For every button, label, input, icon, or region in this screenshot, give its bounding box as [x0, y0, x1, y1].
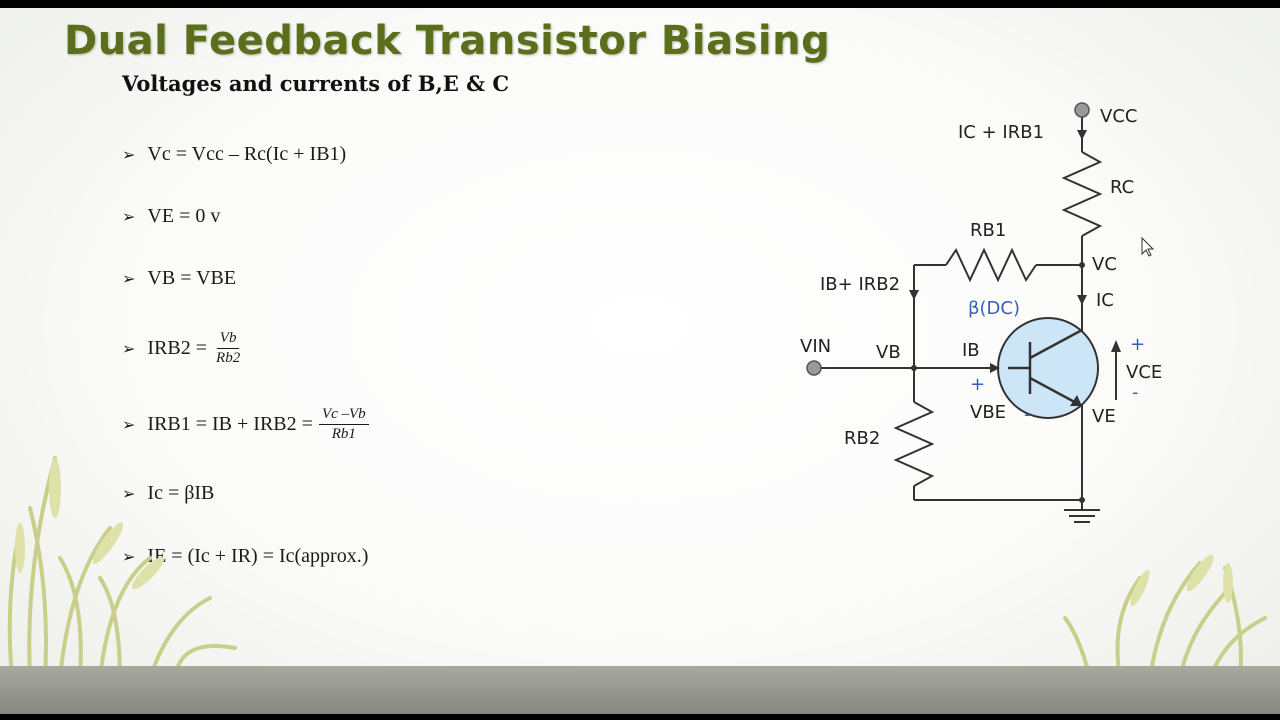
grass-left-icon — [7, 456, 237, 678]
label-ib: IB — [962, 340, 980, 361]
bullet-arrow-icon: ➢ — [122, 144, 136, 164]
equation-text: VB = VBE — [147, 266, 237, 289]
label-beta: β(DC) — [968, 298, 1020, 319]
equation-vb: ➢ VB = VBE — [122, 256, 236, 300]
bullet-arrow-icon: ➢ — [122, 483, 136, 503]
equation-ie: ➢ IE = (Ic + IR) = Ic(approx.) — [122, 534, 368, 578]
equation-text: IE = (Ic + IR) = Ic(approx.) — [147, 544, 369, 567]
fraction-numerator: Vb — [216, 330, 240, 349]
label-rc: RC — [1110, 177, 1134, 198]
grass-right-icon — [1063, 554, 1267, 678]
fraction-denominator: Rb1 — [331, 425, 356, 442]
label-top-current: IC + IRB1 — [958, 122, 1044, 143]
equation-text: Ic = βIB — [147, 481, 215, 504]
label-rb2: RB2 — [844, 428, 880, 449]
label-vc: VC — [1092, 254, 1117, 275]
equation-ve: ➢ VE = 0 v — [122, 194, 220, 238]
fraction: Vb Rb2 — [213, 330, 243, 366]
equation-text: VE = 0 v — [147, 204, 221, 227]
bullet-arrow-icon: ➢ — [122, 414, 136, 434]
label-minus-vce: - — [1132, 382, 1139, 403]
ground-strip — [0, 666, 1280, 714]
label-vbe: VBE — [970, 402, 1006, 423]
equation-text: IRB1 = IB + IRB2 = — [147, 412, 313, 435]
label-ve: VE — [1092, 406, 1116, 427]
label-plus-vce: + — [1130, 334, 1145, 355]
fraction-numerator: Vc –Vb — [318, 406, 369, 425]
equation-text: IRB2 = — [147, 336, 208, 359]
slide-subtitle: Voltages and currents of B,E & C — [122, 71, 510, 96]
label-ib-irb2: IB+ IRB2 — [820, 274, 900, 295]
label-minus-vbe: - — [1024, 404, 1031, 425]
label-vcc: VCC — [1100, 106, 1137, 127]
equation-text: Vc = Vcc – Rc(Ic + IB1) — [147, 142, 347, 165]
fraction-denominator: Rb2 — [216, 349, 241, 366]
label-rb1: RB1 — [970, 220, 1006, 241]
bullet-arrow-icon: ➢ — [122, 206, 136, 226]
label-vce: VCE — [1126, 362, 1162, 383]
bullet-arrow-icon: ➢ — [122, 338, 136, 358]
label-vin: VIN — [800, 336, 831, 357]
mouse-cursor-icon — [1141, 236, 1155, 257]
equation-vc: ➢ Vc = Vcc – Rc(Ic + IB1) — [122, 132, 346, 176]
circuit-diagram: VCC IC + IRB1 RC RB1 VC IB+ IRB2 β(DC) I… — [800, 102, 1162, 523]
equation-ic: ➢ Ic = βIB — [122, 471, 214, 515]
equation-irb1: ➢ IRB1 = IB + IRB2 = Vc –Vb Rb1 — [122, 402, 369, 446]
equation-irb2: ➢ IRB2 = Vb Rb2 — [122, 326, 243, 370]
fraction: Vc –Vb Rb1 — [318, 406, 369, 442]
slide-title: Dual Feedback Transistor Biasing — [64, 18, 831, 64]
bullet-arrow-icon: ➢ — [122, 546, 136, 566]
label-plus-vbe: + — [970, 374, 985, 395]
label-vb: VB — [876, 342, 901, 363]
bullet-arrow-icon: ➢ — [122, 268, 136, 288]
label-ic: IC — [1096, 290, 1114, 311]
